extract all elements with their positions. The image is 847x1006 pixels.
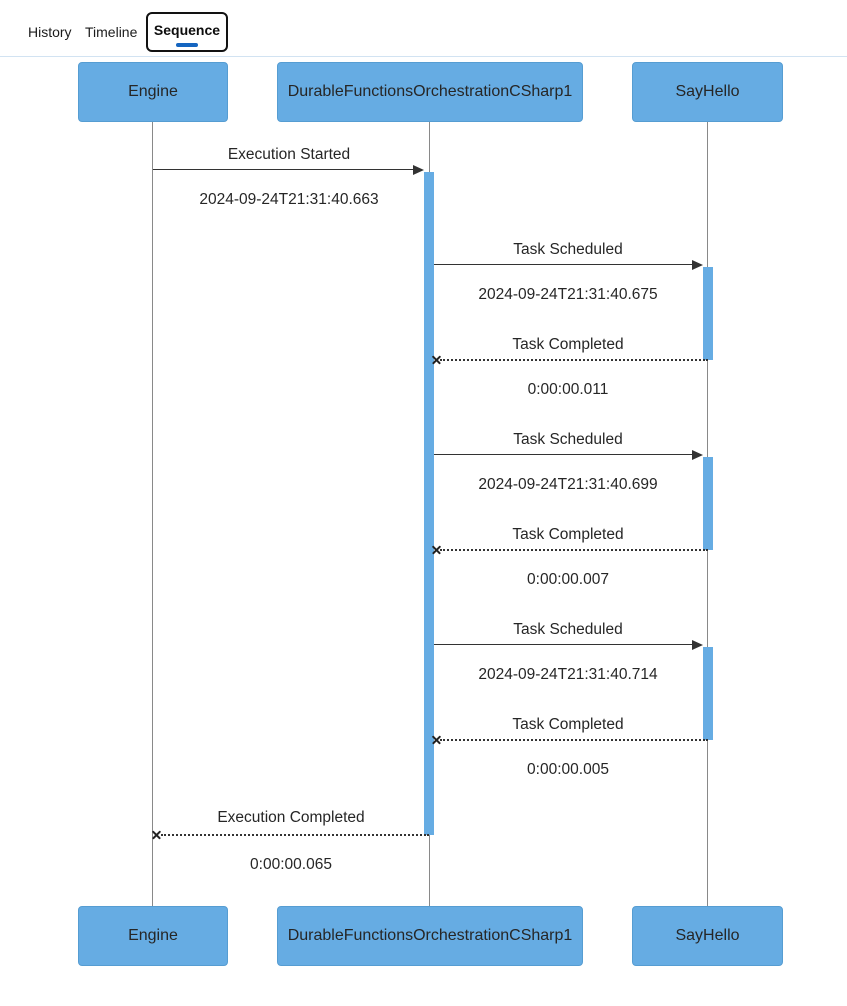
tab-sequence-label: Sequence xyxy=(153,22,221,38)
message-line xyxy=(440,359,708,361)
message-duration: 0:00:00.011 xyxy=(527,381,609,398)
tab-history[interactable]: History xyxy=(28,24,72,40)
arrowhead-icon xyxy=(692,260,703,270)
participant-box-orchestration-top: DurableFunctionsOrchestrationCSharp1 xyxy=(277,62,583,122)
lifeline-engine xyxy=(152,122,153,906)
message-line xyxy=(153,169,420,170)
activation-bar-sayhello-2 xyxy=(703,457,713,550)
message-label: Execution Started xyxy=(227,146,351,163)
message-label: Task Completed xyxy=(512,716,624,733)
arrowhead-icon xyxy=(692,640,703,650)
message-line xyxy=(434,644,700,645)
message-line xyxy=(161,834,429,836)
participant-box-engine-bottom: Engine xyxy=(78,906,228,966)
message-timestamp: 2024-09-24T21:31:40.663 xyxy=(199,191,379,208)
participant-box-sayhello-bottom: SayHello xyxy=(632,906,783,966)
x-marker-icon xyxy=(432,545,441,554)
message-label: Task Completed xyxy=(512,336,624,353)
message-timestamp: 2024-09-24T21:31:40.714 xyxy=(478,666,658,683)
active-tab-indicator xyxy=(176,43,198,47)
message-label: Task Scheduled xyxy=(513,431,623,448)
participant-box-sayhello-top: SayHello xyxy=(632,62,783,122)
tab-sequence[interactable]: Sequence xyxy=(146,12,228,52)
x-marker-icon xyxy=(152,830,161,839)
message-line xyxy=(434,264,700,265)
activation-bar-sayhello-3 xyxy=(703,647,713,740)
x-marker-icon xyxy=(432,735,441,744)
activation-bar-sayhello-1 xyxy=(703,267,713,360)
tab-timeline[interactable]: Timeline xyxy=(85,24,138,40)
message-duration: 0:00:00.005 xyxy=(527,761,609,778)
x-marker-icon xyxy=(432,355,441,364)
message-line xyxy=(440,739,708,741)
message-label: Task Completed xyxy=(512,526,624,543)
message-label: Task Scheduled xyxy=(513,621,623,638)
arrowhead-icon xyxy=(413,165,424,175)
participant-box-engine-top: Engine xyxy=(78,62,228,122)
message-line xyxy=(440,549,708,551)
message-label: Execution Completed xyxy=(217,809,365,826)
participant-box-orchestration-bottom: DurableFunctionsOrchestrationCSharp1 xyxy=(277,906,583,966)
activation-bar-orchestration xyxy=(424,172,434,835)
message-timestamp: 2024-09-24T21:31:40.675 xyxy=(478,286,658,303)
message-label: Task Scheduled xyxy=(513,241,623,258)
message-duration: 0:00:00.007 xyxy=(527,571,609,588)
message-timestamp: 2024-09-24T21:31:40.699 xyxy=(478,476,658,493)
tab-bar-divider xyxy=(0,56,847,57)
message-line xyxy=(434,454,700,455)
message-duration: 0:00:00.065 xyxy=(250,856,332,873)
arrowhead-icon xyxy=(692,450,703,460)
